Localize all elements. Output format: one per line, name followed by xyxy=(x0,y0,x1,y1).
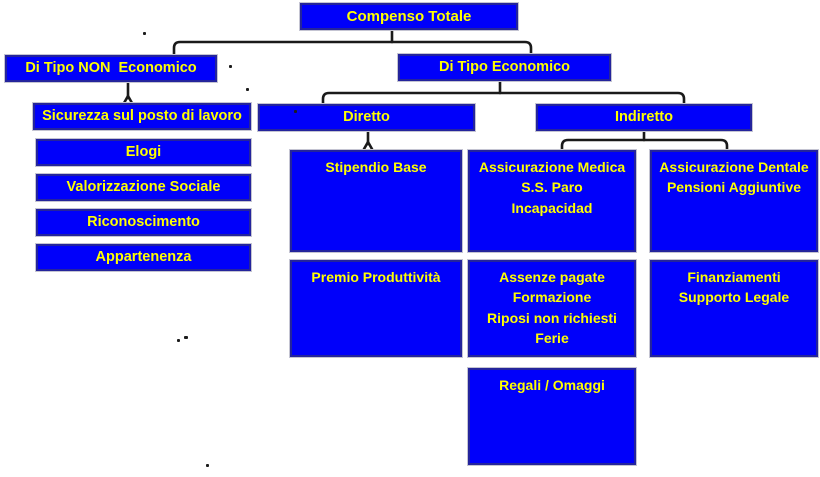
ink-speck xyxy=(143,32,146,35)
ink-speck xyxy=(177,339,180,342)
node-elogi: Elogi xyxy=(36,139,251,166)
node-assenze-pagate: Assenze pagate Formazione Riposi non ric… xyxy=(468,260,636,357)
node-indiretto: Indiretto xyxy=(536,104,752,131)
node-di-tipo-non-economico: Di Tipo NON Economico xyxy=(5,55,217,82)
ink-speck xyxy=(184,336,188,339)
node-diretto: Diretto xyxy=(258,104,475,131)
node-sicurezza: Sicurezza sul posto di lavoro xyxy=(33,103,251,130)
node-appartenenza: Appartenenza xyxy=(36,244,251,271)
node-valorizzazione-sociale: Valorizzazione Sociale xyxy=(36,174,251,201)
node-premio-produttivita: Premio Produttività xyxy=(290,260,462,357)
connector-indiretto-fork xyxy=(560,138,729,152)
ink-speck xyxy=(229,65,232,68)
connector-economico-fork xyxy=(321,91,686,106)
node-regali-omaggi: Regali / Omaggi xyxy=(468,368,636,465)
ink-speck xyxy=(246,88,249,91)
node-compenso-totale: Compenso Totale xyxy=(300,3,518,30)
node-finanziamenti: Finanziamenti Supporto Legale xyxy=(650,260,818,357)
connector-diretto-foot xyxy=(362,139,374,151)
node-assicurazione-dentale: Assicurazione Dentale Pensioni Aggiuntiv… xyxy=(650,150,818,252)
node-riconoscimento: Riconoscimento xyxy=(36,209,251,236)
node-assicurazione-medica: Assicurazione Medica S.S. Paro Incapacid… xyxy=(468,150,636,252)
node-di-tipo-economico: Di Tipo Economico xyxy=(398,54,611,81)
node-stipendio-base: Stipendio Base xyxy=(290,150,462,252)
ink-speck xyxy=(206,464,209,467)
connector-root-fork xyxy=(172,40,533,58)
connector-non-economico-foot xyxy=(122,93,134,105)
ink-speck xyxy=(294,110,297,113)
